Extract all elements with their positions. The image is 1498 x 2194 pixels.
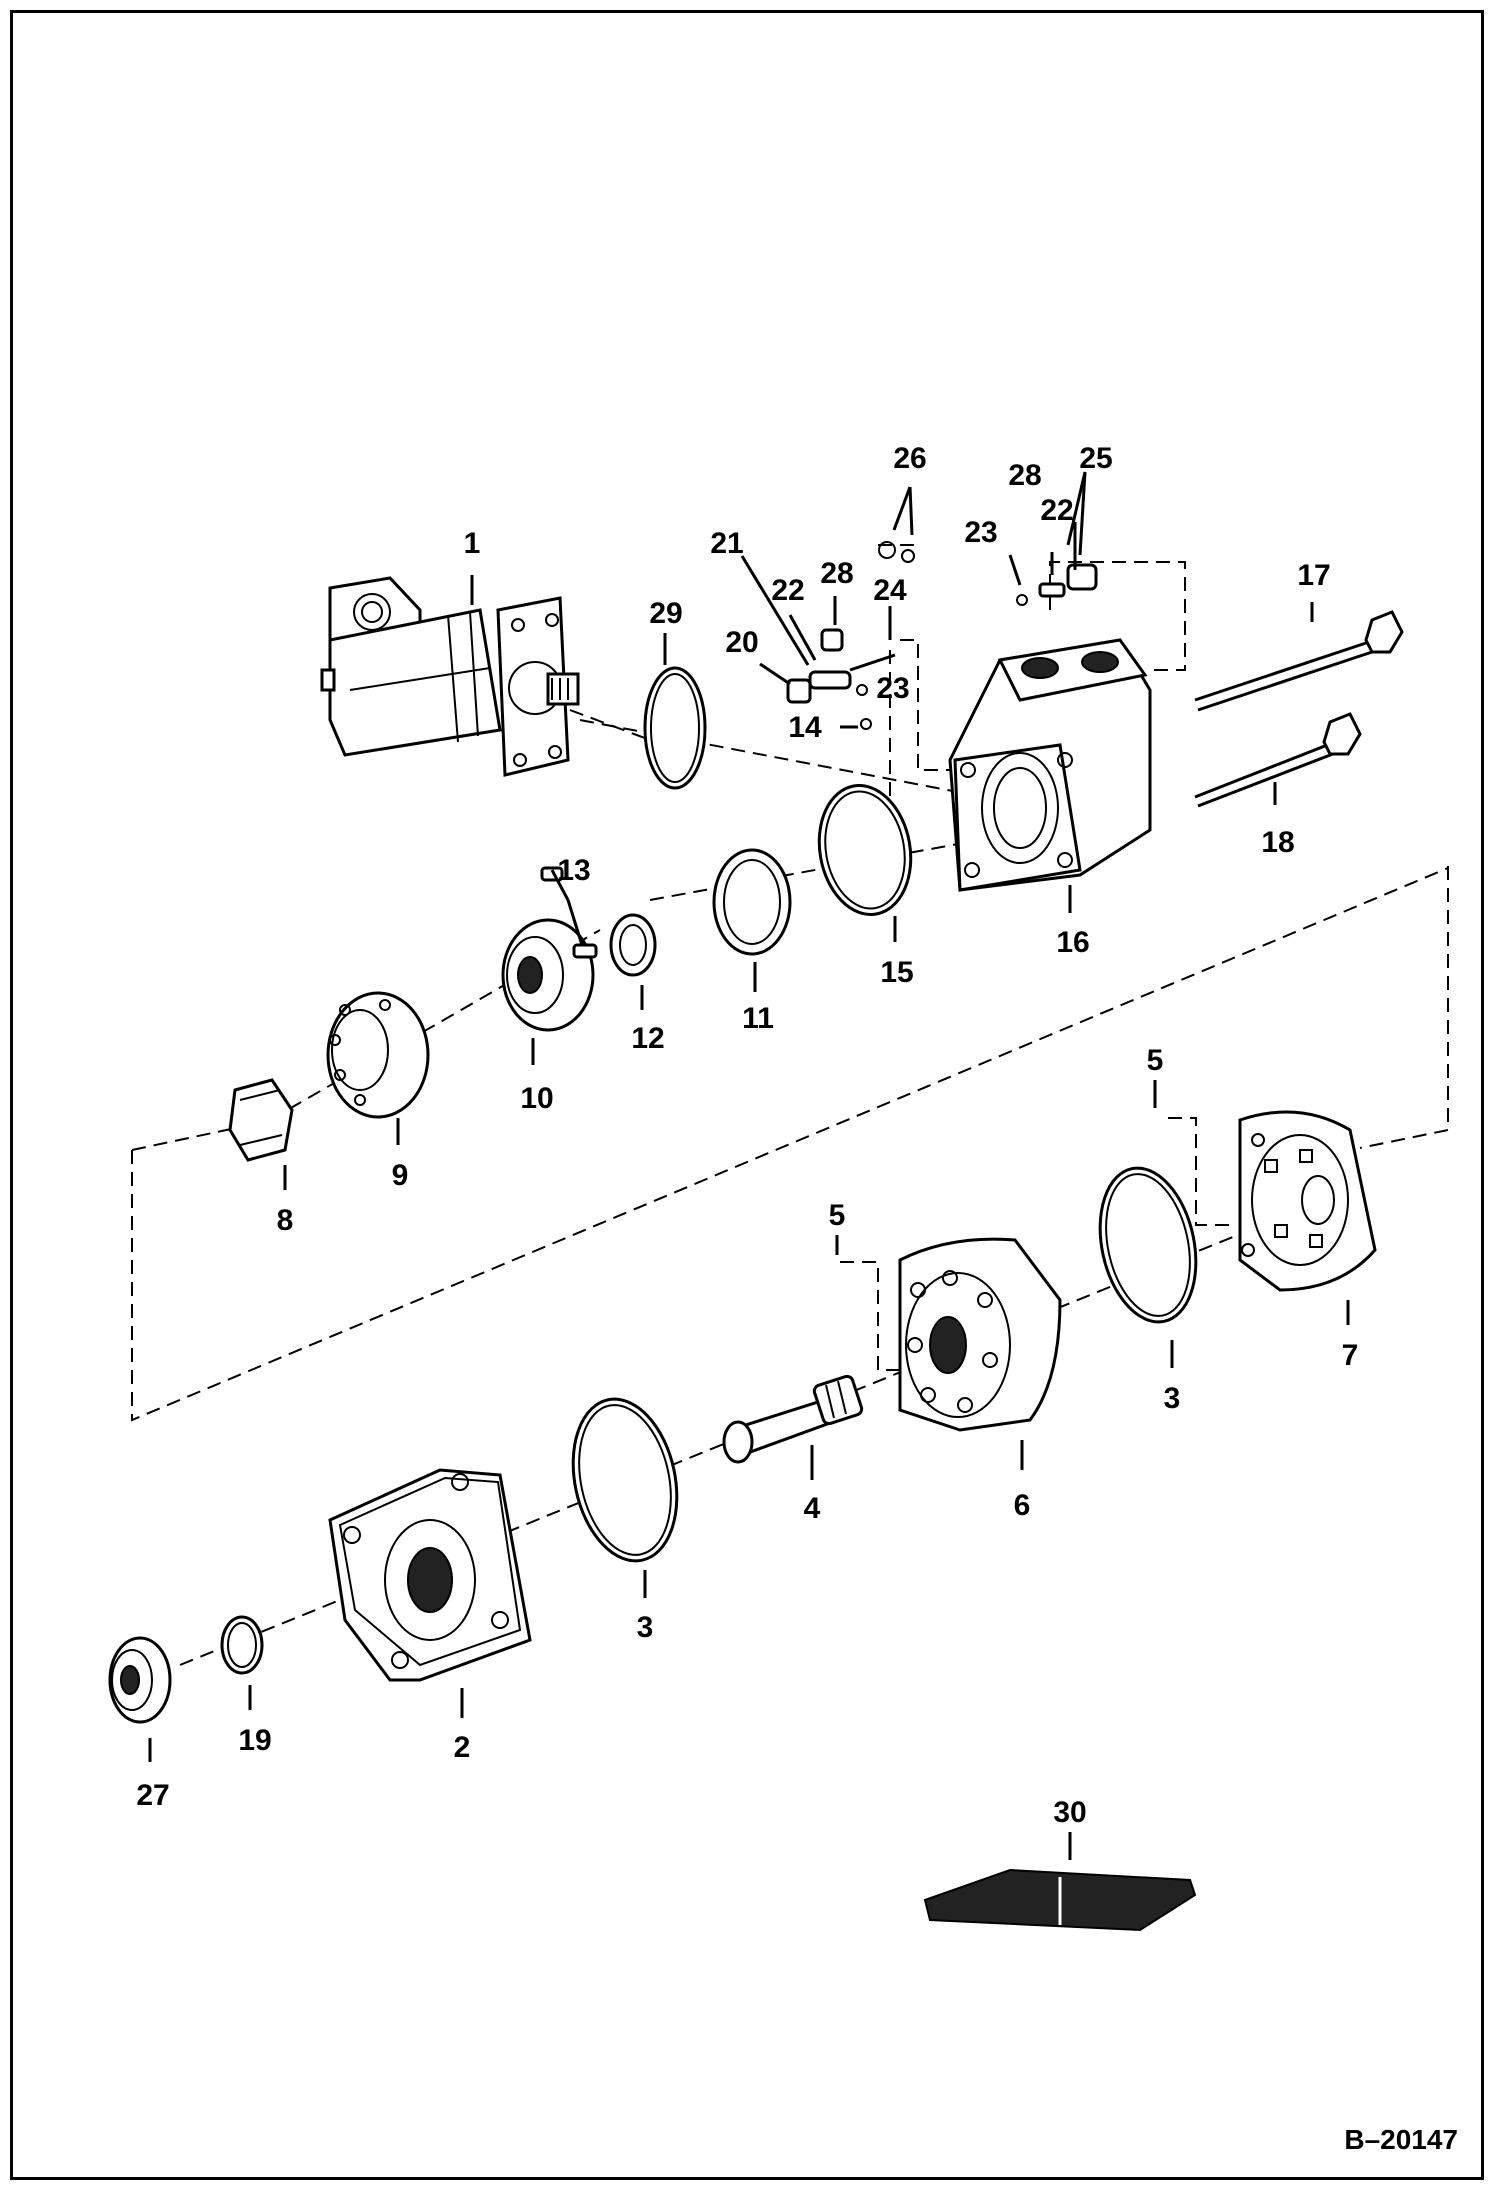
part-21-spool (808, 670, 852, 690)
callout-13: 13 (557, 854, 590, 887)
callout-27: 27 (136, 1779, 169, 1812)
callout-23-right: 23 (964, 516, 997, 549)
part-29-o-ring (643, 666, 707, 790)
part-23-ball (856, 684, 868, 696)
part-23b-ball (1016, 594, 1028, 606)
part-26-ball (878, 541, 896, 559)
valve-small-parts (786, 541, 1098, 730)
callout-3-upper: 3 (1164, 1382, 1181, 1415)
callout-12: 12 (631, 1022, 664, 1055)
callout-10: 10 (520, 1082, 553, 1115)
part-10-bearing (501, 918, 595, 1032)
callout-21: 21 (710, 527, 743, 560)
callout-7: 7 (1342, 1339, 1359, 1372)
callout-2: 2 (454, 1731, 471, 1764)
callout-6: 6 (1014, 1489, 1031, 1522)
callout-28-right: 28 (1008, 459, 1041, 492)
part-15-o-ring (817, 784, 913, 916)
part-16-valve-housing (948, 638, 1152, 892)
callout-30: 30 (1053, 1796, 1086, 1829)
part-20-plug (786, 678, 812, 704)
part-8-coupling (228, 1078, 294, 1162)
leader-lines (148, 471, 1350, 1860)
assembly-guide-lines (131, 544, 1449, 1666)
part-22-spring (1038, 582, 1066, 598)
part-3-o-ring-lower (571, 1397, 679, 1563)
callout-15: 15 (880, 956, 913, 989)
part-18-bolt (1194, 712, 1362, 808)
callout-5-lower: 5 (829, 1199, 846, 1232)
callout-22-left: 22 (771, 574, 804, 607)
callout-23-left: 23 (876, 672, 909, 705)
callout-8: 8 (277, 1204, 294, 1237)
part-27-seal (108, 1636, 172, 1724)
callout-17: 17 (1297, 559, 1330, 592)
callout-20: 20 (725, 626, 758, 659)
callout-4: 4 (804, 1492, 821, 1525)
callout-28-left: 28 (820, 557, 853, 590)
part-24-spring (849, 653, 896, 672)
callout-11: 11 (742, 1002, 774, 1035)
part-2-front-housing (328, 1468, 532, 1682)
callout-22-right: 22 (1040, 494, 1073, 527)
part-11-backup-ring (712, 848, 792, 956)
callout-16: 16 (1056, 926, 1089, 959)
part-1-hydraulic-motor (320, 576, 580, 777)
callout-19: 19 (238, 1724, 271, 1757)
callout-labels: 1 2 3 3 4 5 5 6 7 8 9 10 11 12 13 14 15 … (136, 442, 1358, 1829)
part-6-manifold (898, 1237, 1062, 1432)
callout-18: 18 (1261, 826, 1294, 859)
part-13-springs (540, 866, 598, 959)
callout-24: 24 (873, 574, 907, 607)
part-28-plug (820, 628, 844, 652)
part-17-bolt (1194, 610, 1404, 712)
page-frame (10, 10, 1484, 2180)
part-12-washer (609, 913, 657, 977)
callout-25: 25 (1079, 442, 1112, 475)
callout-3-lower: 3 (637, 1611, 654, 1644)
part-7-end-cap (1238, 1110, 1377, 1292)
callout-5-upper: 5 (1147, 1044, 1164, 1077)
part-14-ball (860, 718, 872, 730)
callout-29: 29 (649, 597, 682, 630)
part-3-o-ring-upper (1098, 1166, 1198, 1324)
document-number: B–20147 (1344, 2124, 1458, 2155)
callout-26: 26 (893, 442, 926, 475)
callout-9: 9 (392, 1159, 409, 1192)
part-9-gerotor (326, 991, 430, 1119)
part-25-plug (1066, 563, 1098, 591)
callout-1: 1 (464, 527, 481, 560)
part-30-decal (923, 1868, 1197, 1932)
callout-14: 14 (788, 711, 822, 744)
part-4-shaft (722, 1374, 864, 1464)
